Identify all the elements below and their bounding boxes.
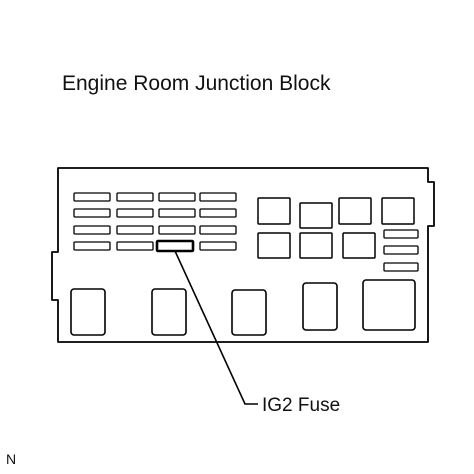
connector-socket — [70, 288, 106, 336]
fuse-slot — [73, 192, 111, 202]
relay-block — [257, 197, 291, 225]
fuse-slot — [199, 225, 237, 235]
side-fuse — [383, 262, 419, 272]
corner-mark: N — [6, 451, 17, 467]
fuse-slot — [158, 192, 196, 202]
connector-socket — [151, 288, 187, 336]
relay-block-group — [257, 197, 415, 259]
connector-socket — [231, 289, 267, 336]
connector-socket — [362, 279, 416, 331]
side-fuse — [383, 245, 419, 255]
diagram-title: Engine Room Junction Block — [62, 72, 331, 95]
relay-block — [299, 232, 333, 259]
relay-block — [257, 232, 291, 259]
ig2-leader-line — [174, 250, 258, 405]
fuse-slot — [158, 225, 196, 235]
fuse-slot — [116, 208, 154, 218]
relay-block — [381, 197, 415, 225]
relay-block — [338, 197, 372, 225]
fuse-slot — [73, 241, 111, 251]
relay-block — [342, 232, 376, 259]
ig2-fuse-highlight — [155, 239, 195, 253]
fuse-slot — [116, 192, 154, 202]
ig2-fuse-label: IG2 Fuse — [262, 395, 341, 416]
fuse-slot — [73, 208, 111, 218]
fuse-slot — [73, 225, 111, 235]
connector-socket — [302, 282, 338, 331]
fuse-slot — [116, 241, 154, 251]
fuse-slot — [199, 241, 237, 251]
fuse-slot — [199, 208, 237, 218]
relay-block — [299, 202, 333, 229]
small-fuse-grid — [73, 192, 237, 251]
fuse-slot — [199, 192, 237, 202]
fuse-slot — [158, 208, 196, 218]
fuse-slot — [116, 225, 154, 235]
side-fuse — [383, 229, 419, 239]
connector-row — [70, 279, 416, 336]
side-fuse-stack — [383, 229, 419, 272]
